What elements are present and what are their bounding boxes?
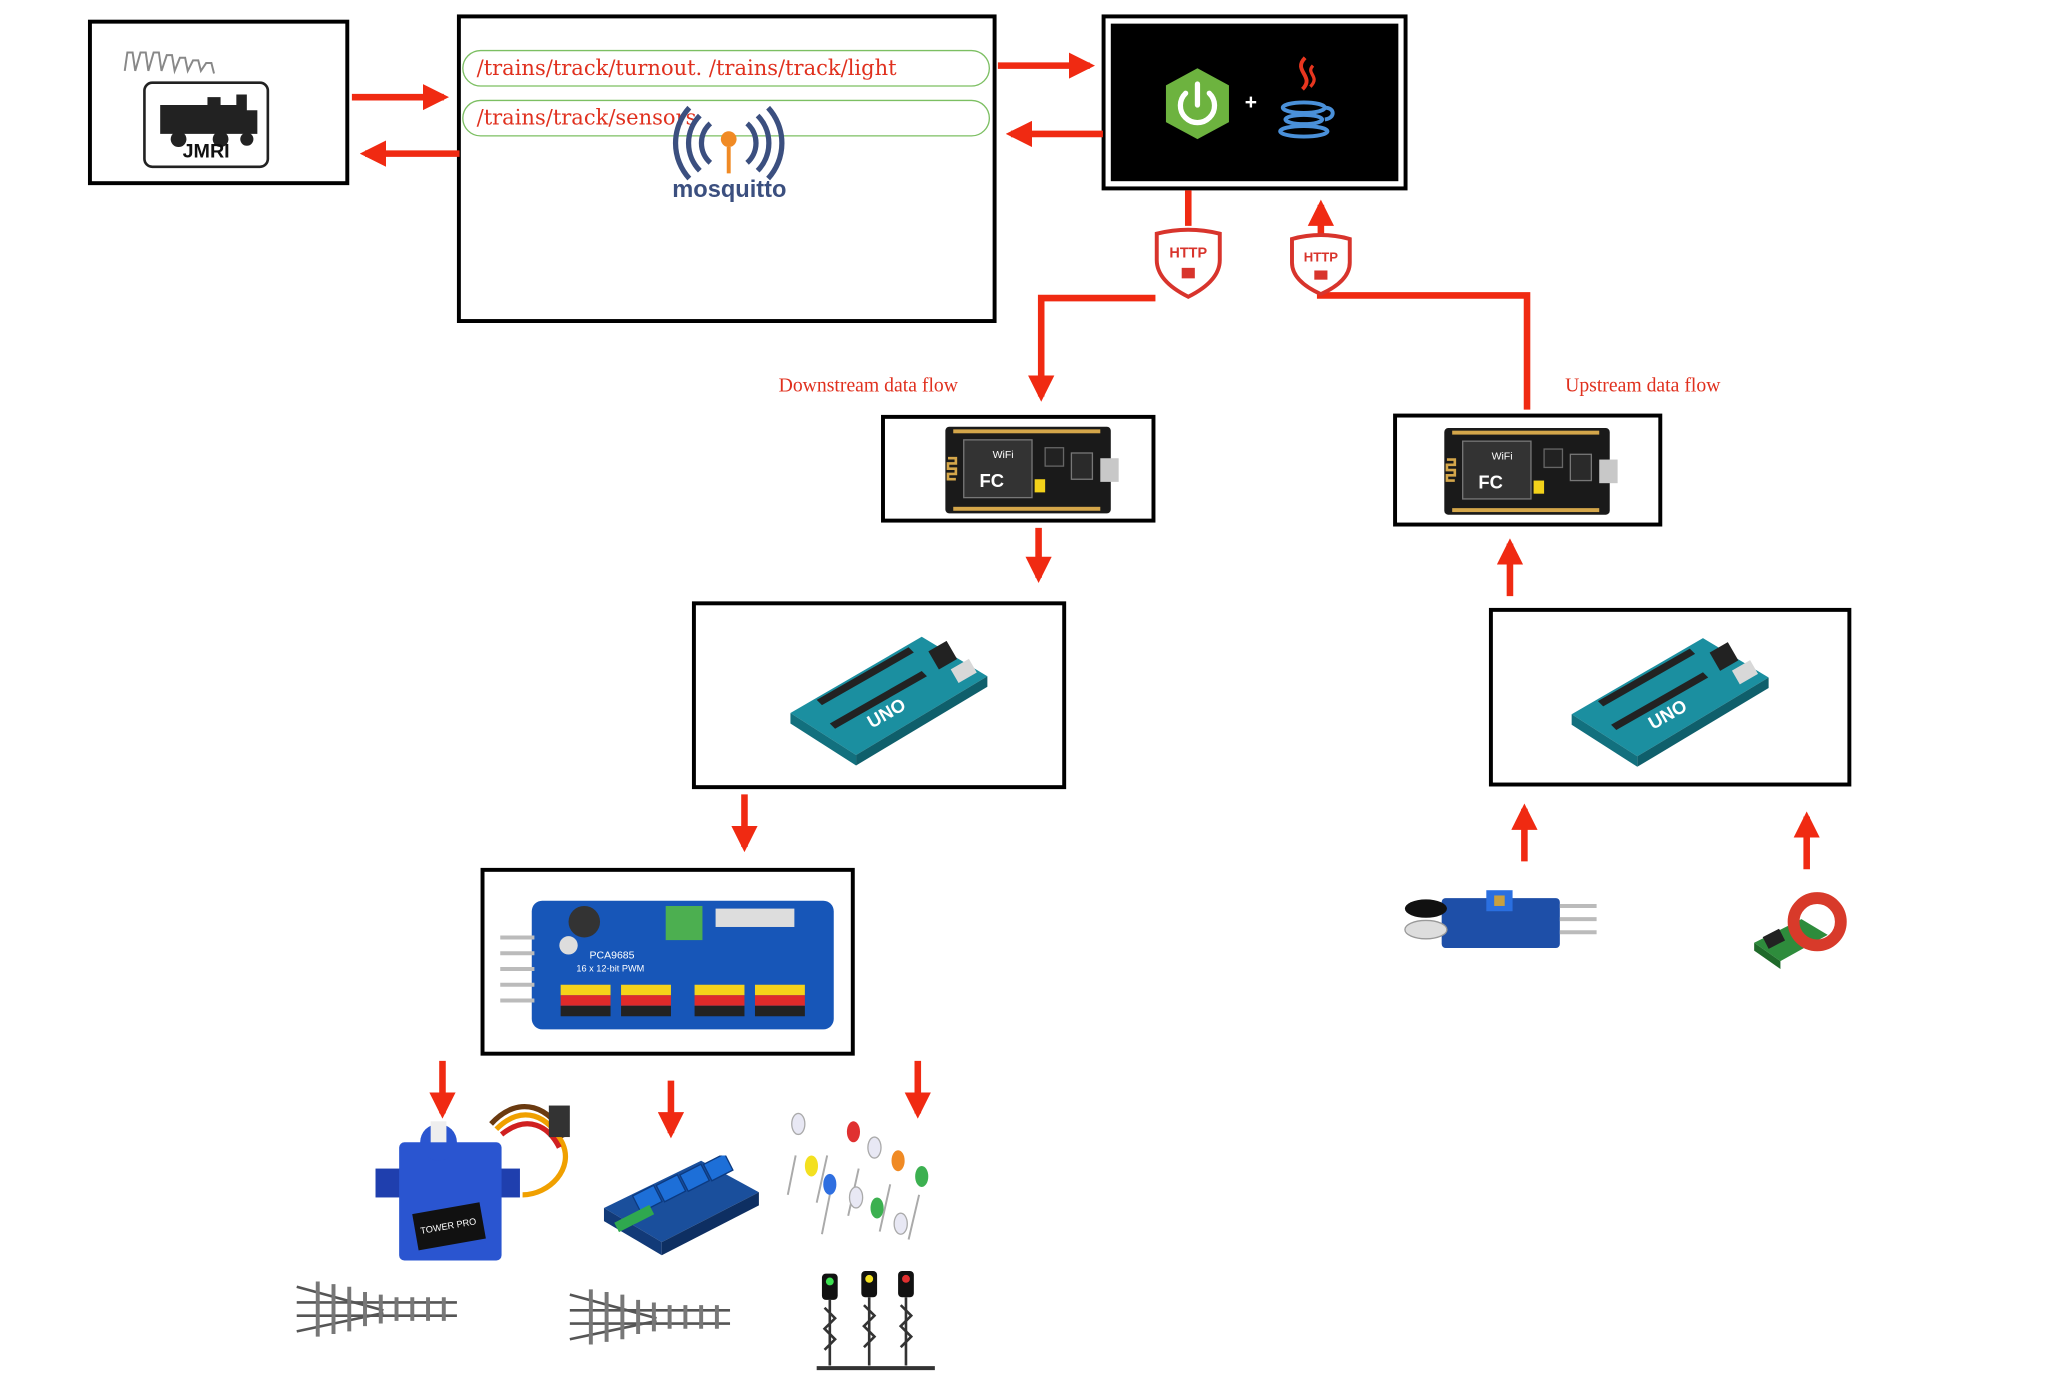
leds-icon [786, 1112, 929, 1240]
arduino-uno-icon: UNO [790, 636, 988, 766]
downstream-label: Downstream data flow [778, 375, 959, 397]
turnout-track-icon [569, 1289, 731, 1345]
upstream-label: Upstream data flow [1565, 375, 1721, 397]
http-label: HTTP [1304, 249, 1338, 264]
http-badge-up: HTTP [1290, 233, 1352, 297]
arduino-uno-upstream-box: UNO [1488, 607, 1852, 787]
arrow-to-downstream-esp [1028, 294, 1156, 402]
esp8266-upstream-box: FC WiFi [1393, 413, 1663, 527]
jmri-box: JMRI [87, 19, 350, 186]
http-badge-down: HTTP [1154, 227, 1222, 299]
backend-dark-panel [1110, 23, 1399, 182]
esp8266-downstream-box: FC WiFi [881, 414, 1156, 523]
esp8266-board-icon: FC WiFi [945, 426, 1119, 514]
pwm-driver-box: PCA9685 16 x 12-bit PWM [480, 867, 855, 1056]
esp-fc-label: FC [979, 470, 1004, 491]
esp-fc-label: FC [1478, 471, 1503, 492]
turnout-track-icon [296, 1281, 457, 1337]
mosquitto-logo-text: mosquitto [672, 175, 787, 203]
current-sensor-icon [1754, 892, 1847, 969]
jmri-logo: JMRI [123, 51, 270, 169]
http-label: HTTP [1169, 245, 1207, 261]
spring-power-icon [1165, 68, 1229, 140]
mosquitto-icon [673, 105, 785, 181]
arduino-uno-downstream-box: UNO [691, 601, 1067, 790]
java-cup-icon [1278, 56, 1335, 139]
plus-symbol: + [1244, 91, 1257, 115]
pca9685-label: PCA9685 [590, 949, 635, 961]
servo-motor-icon: TOWER PRO [375, 1104, 570, 1261]
relay-module-icon [603, 1155, 759, 1256]
connector-upstream-esp [1316, 292, 1531, 410]
mqtt-broker-box [456, 14, 997, 323]
signal-lights-icon [816, 1270, 935, 1371]
arduino-uno-icon: UNO [1571, 638, 1769, 767]
ir-sensor-icon [1404, 890, 1597, 948]
pca9685-sublabel: 16 x 12-bit PWM [576, 964, 644, 974]
backend-box: + [1101, 14, 1408, 191]
pca9685-board-icon: PCA9685 16 x 12-bit PWM [500, 900, 834, 1030]
esp-wifi-label: WiFi [993, 449, 1014, 461]
esp8266-board-icon: FC WiFi [1444, 428, 1618, 515]
mqtt-topic-turnout-light: /trains/track/turnout. /trains/track/lig… [462, 49, 991, 87]
esp-wifi-label: WiFi [1492, 451, 1513, 463]
jmri-logo-text: JMRI [183, 141, 230, 163]
